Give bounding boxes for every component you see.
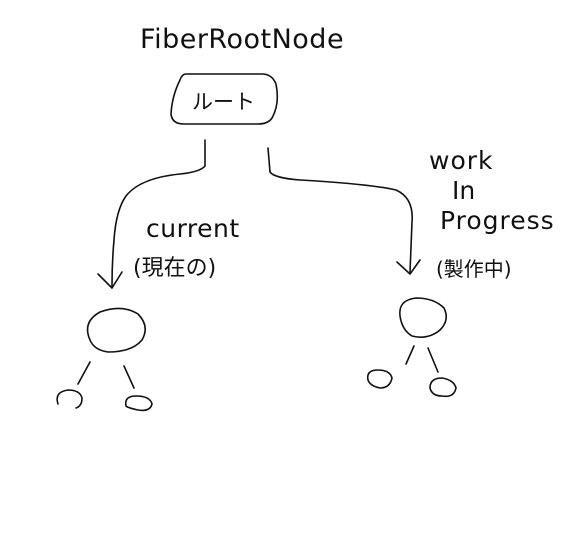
wip-arrowhead [396,259,421,275]
wip-tree-left-edge [405,345,415,365]
wip-label-line2: In [452,176,476,205]
wip-sublabel: (製作中) [436,257,512,281]
root-node-box [170,73,279,125]
current-tree-right-child [124,395,153,412]
fiber-root-node-title: FiberRootNode [140,24,345,55]
wip-label-line3: Progress [440,206,555,235]
wip-arrow [267,147,413,273]
wip-label-line1: work [429,146,494,175]
current-arrowhead [97,271,123,289]
current-tree-root-node [86,307,146,353]
root-node-label: ルート [192,90,255,114]
wip-tree-root-node [399,297,448,338]
current-label: current [146,214,240,243]
current-tree-left-child [56,389,83,409]
current-tree-right-edge [123,365,135,389]
current-sublabel: (現在の) [133,256,217,281]
wip-tree-right-edge [427,347,439,373]
current-arrow [111,139,206,287]
wip-tree-right-child [429,377,457,398]
current-tree-left-edge [77,361,91,385]
wip-tree-left-child [366,369,393,389]
